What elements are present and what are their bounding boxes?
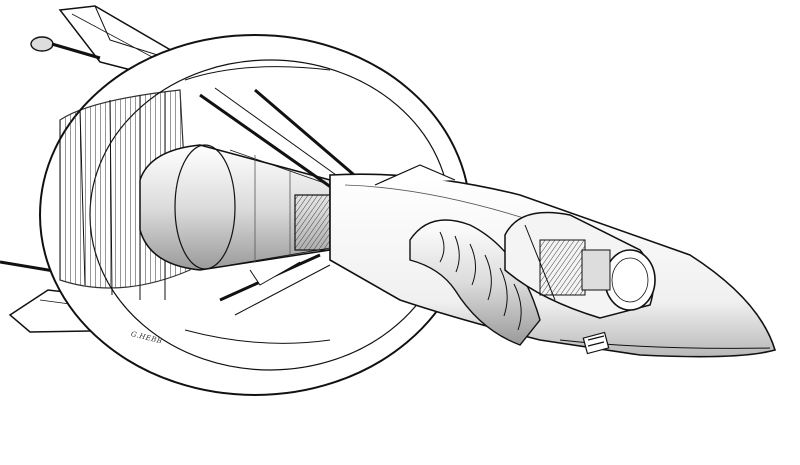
intake-duct — [409, 219, 541, 346]
fuselage-side-detail — [582, 331, 610, 355]
cockpit — [504, 211, 656, 319]
engine-section — [139, 144, 331, 271]
